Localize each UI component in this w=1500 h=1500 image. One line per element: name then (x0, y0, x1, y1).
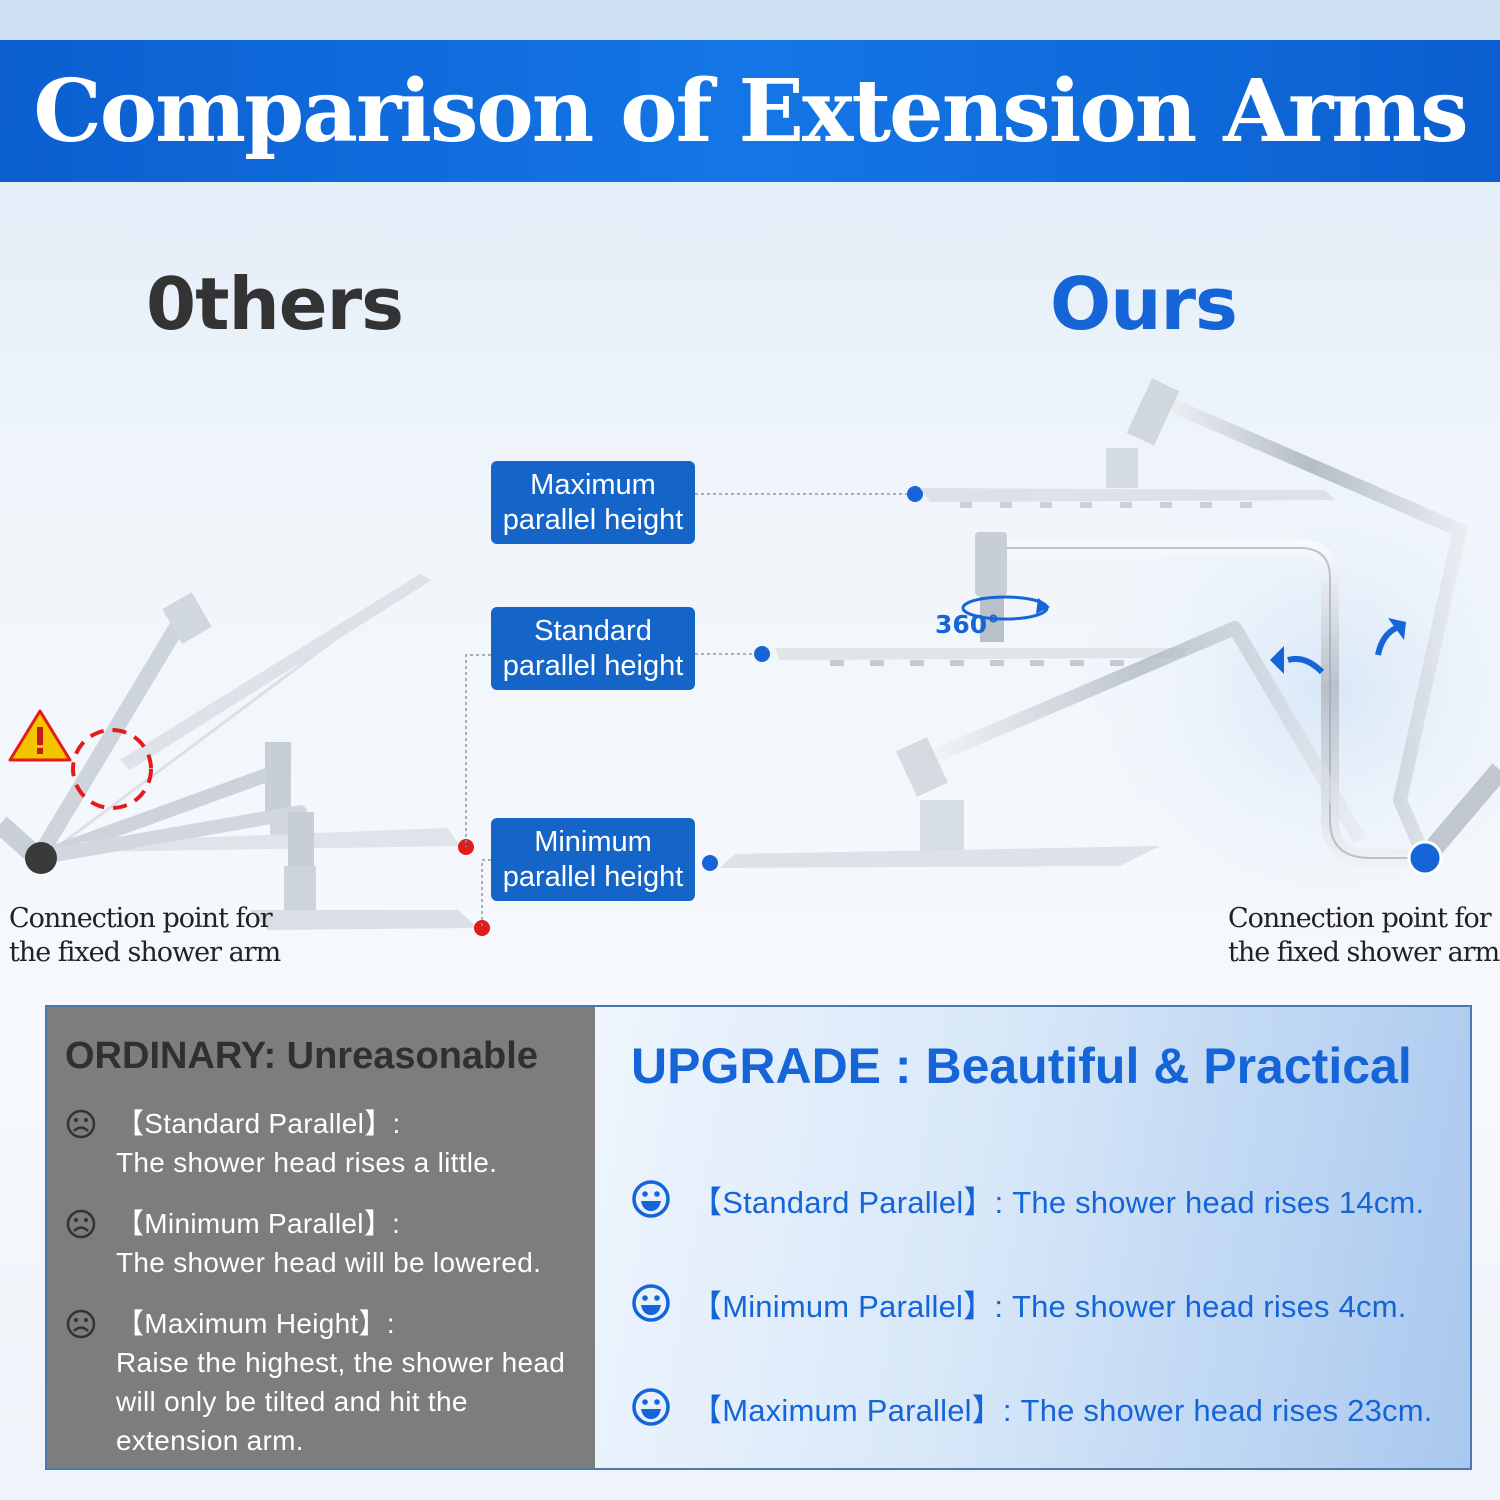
ordinary-item-text: The shower head will be lowered. (116, 1247, 542, 1278)
collision-circle (71, 728, 153, 810)
upgrade-title: UPGRADE : Beautiful & Practical (631, 1038, 1412, 1094)
title-banner: Comparison of Extension Arms (0, 40, 1500, 182)
left-caption-line2: the fixed shower arm (9, 937, 281, 968)
ordinary-item-text: Raise the highest, the shower head (116, 1347, 566, 1378)
banner-title: Comparison of Extension Arms (33, 60, 1468, 162)
up-arrow-icon (1375, 618, 1406, 656)
maximum-label-line2: parallel height (502, 503, 684, 536)
ours-arm-drawing (720, 378, 1500, 868)
ordinary-panel: ORDINARY: Unreasonable 【Standard Paralle… (47, 1007, 595, 1468)
happy-face-icon (632, 1180, 670, 1218)
rotation-label: 360° (935, 610, 1000, 639)
happy-face-icon (632, 1388, 670, 1426)
happy-face-icon (632, 1284, 670, 1322)
left-arrow-icon (1270, 646, 1325, 675)
right-connection-point (1407, 840, 1443, 876)
ordinary-item-text: The shower head rises a little. (116, 1147, 498, 1178)
comparison-panel: ORDINARY: Unreasonable 【Standard Paralle… (45, 1005, 1472, 1470)
standard-height-label: Standard parallel height (491, 607, 695, 690)
warning-icon (8, 709, 72, 762)
minimum-label-line1: Minimum (534, 825, 652, 858)
others-heading: 0thers (146, 262, 404, 346)
right-caption-line2: the fixed shower arm (1228, 937, 1500, 968)
arm-illustration: 360° (0, 378, 1500, 940)
standard-label-line1: Standard (534, 614, 652, 647)
sad-face-icon (66, 1209, 96, 1239)
red-marker-minimum (474, 920, 490, 936)
upgrade-item-text: 【Minimum Parallel】: The shower head rise… (691, 1288, 1407, 1324)
ordinary-item-text: will only be tilted and hit the (116, 1386, 468, 1417)
ordinary-title: ORDINARY: Unreasonable (65, 1035, 538, 1077)
maximum-label-line1: Maximum (530, 468, 656, 501)
ordinary-item-label: 【Maximum Height】: (116, 1308, 395, 1339)
blue-marker-maximum (907, 486, 923, 502)
minimum-height-label: Minimum parallel height (491, 818, 695, 901)
top-strip (0, 0, 1500, 40)
ordinary-item-maximum: 【Maximum Height】: Raise the highest, the… (65, 1304, 577, 1460)
others-arm-drawing (0, 574, 478, 930)
right-caption-line1: Connection point for (1228, 903, 1492, 934)
standard-label-line2: parallel height (502, 649, 684, 682)
right-connection-caption: Connection point for the fixed shower ar… (1228, 902, 1500, 970)
background-glow (1070, 440, 1500, 940)
sad-face-icon (66, 1109, 96, 1139)
ours-heading: Ours (1050, 262, 1238, 346)
left-connection-point (25, 842, 57, 874)
ordinary-item-minimum: 【Minimum Parallel】: The shower head will… (65, 1204, 577, 1282)
ordinary-item-label: 【Minimum Parallel】: (116, 1208, 401, 1239)
upgrade-item-maximum: 【Maximum Parallel】: The shower head rise… (631, 1355, 1470, 1459)
upgrade-item-minimum: 【Minimum Parallel】: The shower head rise… (631, 1251, 1470, 1355)
minimum-label-line2: parallel height (502, 860, 684, 893)
ordinary-item-text: extension arm. (116, 1425, 304, 1456)
upgrade-item-standard: 【Standard Parallel】: The shower head ris… (631, 1147, 1470, 1251)
blue-marker-minimum (702, 855, 718, 871)
maximum-height-label: Maximum parallel height (491, 461, 695, 544)
left-connection-caption: Connection point for the fixed shower ar… (9, 902, 281, 970)
left-caption-line1: Connection point for (9, 903, 273, 934)
ordinary-item-standard: 【Standard Parallel】: The shower head ris… (65, 1104, 577, 1182)
upgrade-item-text: 【Maximum Parallel】: The shower head rise… (691, 1392, 1433, 1428)
blue-marker-standard (754, 646, 770, 662)
sad-face-icon (66, 1309, 96, 1339)
upgrade-panel: UPGRADE : Beautiful & Practical 【Standar… (595, 1007, 1470, 1468)
upgrade-item-text: 【Standard Parallel】: The shower head ris… (691, 1184, 1425, 1220)
rotation-360-indicator: 360° (935, 595, 1050, 639)
ordinary-item-label: 【Standard Parallel】: (116, 1108, 401, 1139)
